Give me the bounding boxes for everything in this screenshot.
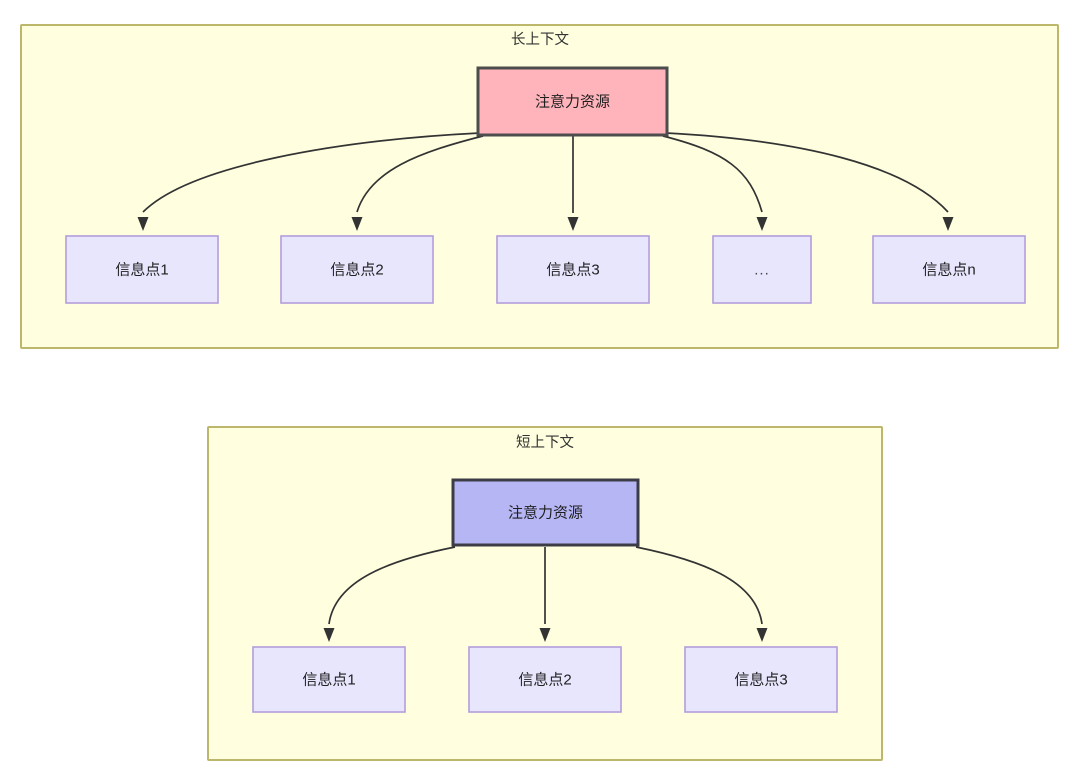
arrow-head-leaf-1-short	[323, 628, 335, 642]
node-label-info-point-n-long: 信息点n	[922, 261, 975, 278]
node-info-point-2-short[interactable]: 信息点2	[468, 646, 622, 713]
arrow-head-leaf-2-short	[539, 628, 551, 642]
node-info-point-2-long[interactable]: 信息点2	[280, 235, 434, 304]
arrow-head-leaf-3-short	[756, 628, 768, 642]
edge-root-to-leaf-1-short	[328, 546, 456, 625]
node-info-point-3-short[interactable]: 信息点3	[684, 646, 838, 713]
node-info-point-1-long[interactable]: 信息点1	[65, 235, 219, 304]
node-label-info-point-2-short: 信息点2	[518, 671, 571, 688]
node-box-info-point-3-short[interactable]	[684, 646, 838, 713]
arrow-head-leaf-5	[942, 217, 954, 231]
arrow-head-leaf-2	[351, 217, 363, 231]
node-box-info-point-n-long[interactable]	[872, 235, 1026, 304]
node-box-info-point-ellipsis-long[interactable]	[712, 235, 812, 304]
node-box-info-point-3-long[interactable]	[496, 235, 650, 304]
node-label-info-point-ellipsis-long: ...	[754, 261, 770, 278]
node-box-attention-resource-long[interactable]	[476, 66, 669, 137]
edges-long-context	[137, 132, 954, 231]
node-label-info-point-3-long: 信息点3	[546, 261, 599, 278]
arrow-head-leaf-3	[567, 217, 579, 231]
edge-root-to-leaf-2	[356, 135, 484, 213]
node-label-attention-resource-long: 注意力资源	[535, 92, 610, 110]
node-label-attention-resource-short: 注意力资源	[508, 503, 583, 521]
node-label-info-point-1-short: 信息点1	[302, 671, 355, 688]
node-info-point-ellipsis-long[interactable]: ...	[712, 235, 812, 304]
group-title-short-context: 短上下文	[516, 434, 574, 451]
node-box-info-point-2-long[interactable]	[280, 235, 434, 304]
node-box-info-point-2-short[interactable]	[468, 646, 622, 713]
node-label-info-point-3-short: 信息点3	[734, 671, 787, 688]
group-short-context: 短上下文 注意力资源 信息点1 信息点	[207, 426, 883, 761]
edge-root-to-leaf-3-short	[635, 546, 763, 625]
node-info-point-n-long[interactable]: 信息点n	[872, 235, 1026, 304]
edge-root-to-leaf-1	[142, 132, 481, 213]
edge-root-to-leaf-4	[662, 135, 763, 213]
node-box-info-point-1-long[interactable]	[65, 235, 219, 304]
node-box-info-point-1-short[interactable]	[252, 646, 406, 713]
node-box-attention-resource-short[interactable]	[451, 478, 640, 547]
node-info-point-1-short[interactable]: 信息点1	[252, 646, 406, 713]
edges-short-context	[323, 546, 768, 642]
node-info-point-3-long[interactable]: 信息点3	[496, 235, 650, 304]
node-label-info-point-2-long: 信息点2	[330, 261, 383, 278]
arrow-head-leaf-1	[137, 217, 149, 231]
node-attention-resource-long[interactable]: 注意力资源	[476, 66, 669, 137]
group-long-context: 长上下文 注意力资源 信息	[20, 24, 1059, 349]
node-label-info-point-1-long: 信息点1	[115, 261, 168, 278]
arrow-head-leaf-4	[756, 217, 768, 231]
node-attention-resource-short[interactable]: 注意力资源	[451, 478, 640, 547]
edge-root-to-leaf-5	[665, 132, 949, 213]
group-title-long-context: 长上下文	[511, 31, 569, 48]
